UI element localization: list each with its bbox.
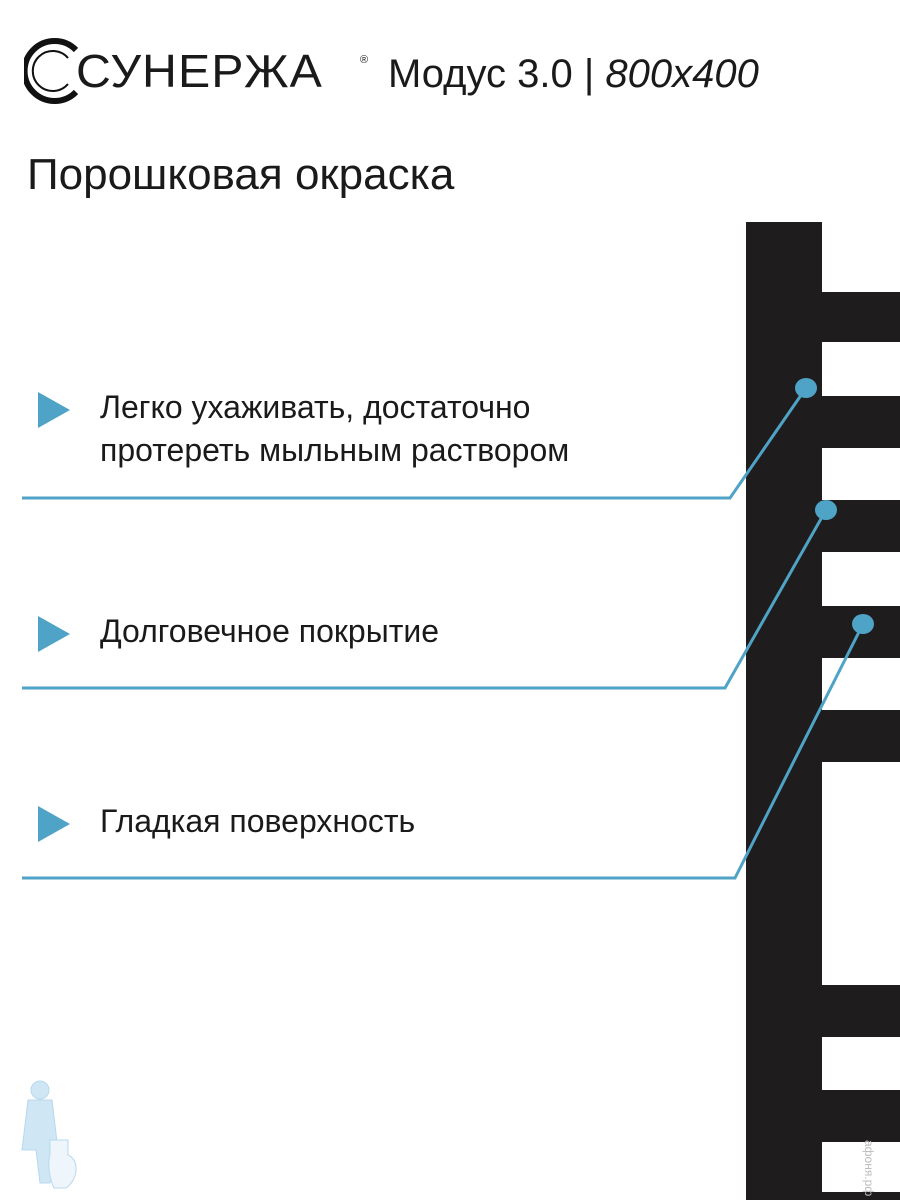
radiator-vertical-pipe [746, 222, 822, 1200]
radiator-rail [822, 292, 900, 342]
product-model: Модус 3.0 | 800x400 [388, 52, 759, 97]
brand-logo-mark [24, 38, 79, 104]
plumber-mascot-icon [21, 1080, 77, 1189]
radiator-rail [822, 1090, 900, 1142]
callout-dot-2 [815, 500, 837, 520]
bullet-triangle-icon [38, 616, 70, 652]
feature-text: протереть мыльным раствором [100, 432, 570, 468]
feature-item-2: Долговечное покрытие [100, 613, 440, 649]
watermark: афоня.рф [862, 1140, 876, 1197]
callout-line-1 [22, 387, 808, 500]
feature-text: Легко ухаживать, достаточно [100, 389, 531, 425]
brand-logo-text: СУНЕРЖА [76, 45, 323, 97]
callout-line-3 [22, 623, 865, 880]
callout-dot-1 [795, 378, 817, 398]
radiator-rail [822, 1192, 900, 1200]
radiator-rail [822, 985, 900, 1037]
section-title: Порошковая окраска [27, 150, 455, 199]
feature-item-3: Гладкая поверхность [100, 803, 416, 839]
bullet-triangle-icon [38, 806, 70, 842]
bullet-triangle-icon [38, 392, 70, 428]
feature-item-1: Легко ухаживать, достаточно протереть мы… [100, 386, 569, 472]
model-size: 800x400 [605, 52, 759, 96]
registered-mark: ® [360, 54, 369, 66]
radiator-rails [822, 292, 900, 1200]
callout-line-2 [22, 509, 828, 690]
callout-dot-3 [852, 614, 874, 634]
model-name: Модус 3.0 | [388, 52, 595, 96]
radiator-rail [822, 710, 900, 762]
radiator-rail [822, 396, 900, 448]
